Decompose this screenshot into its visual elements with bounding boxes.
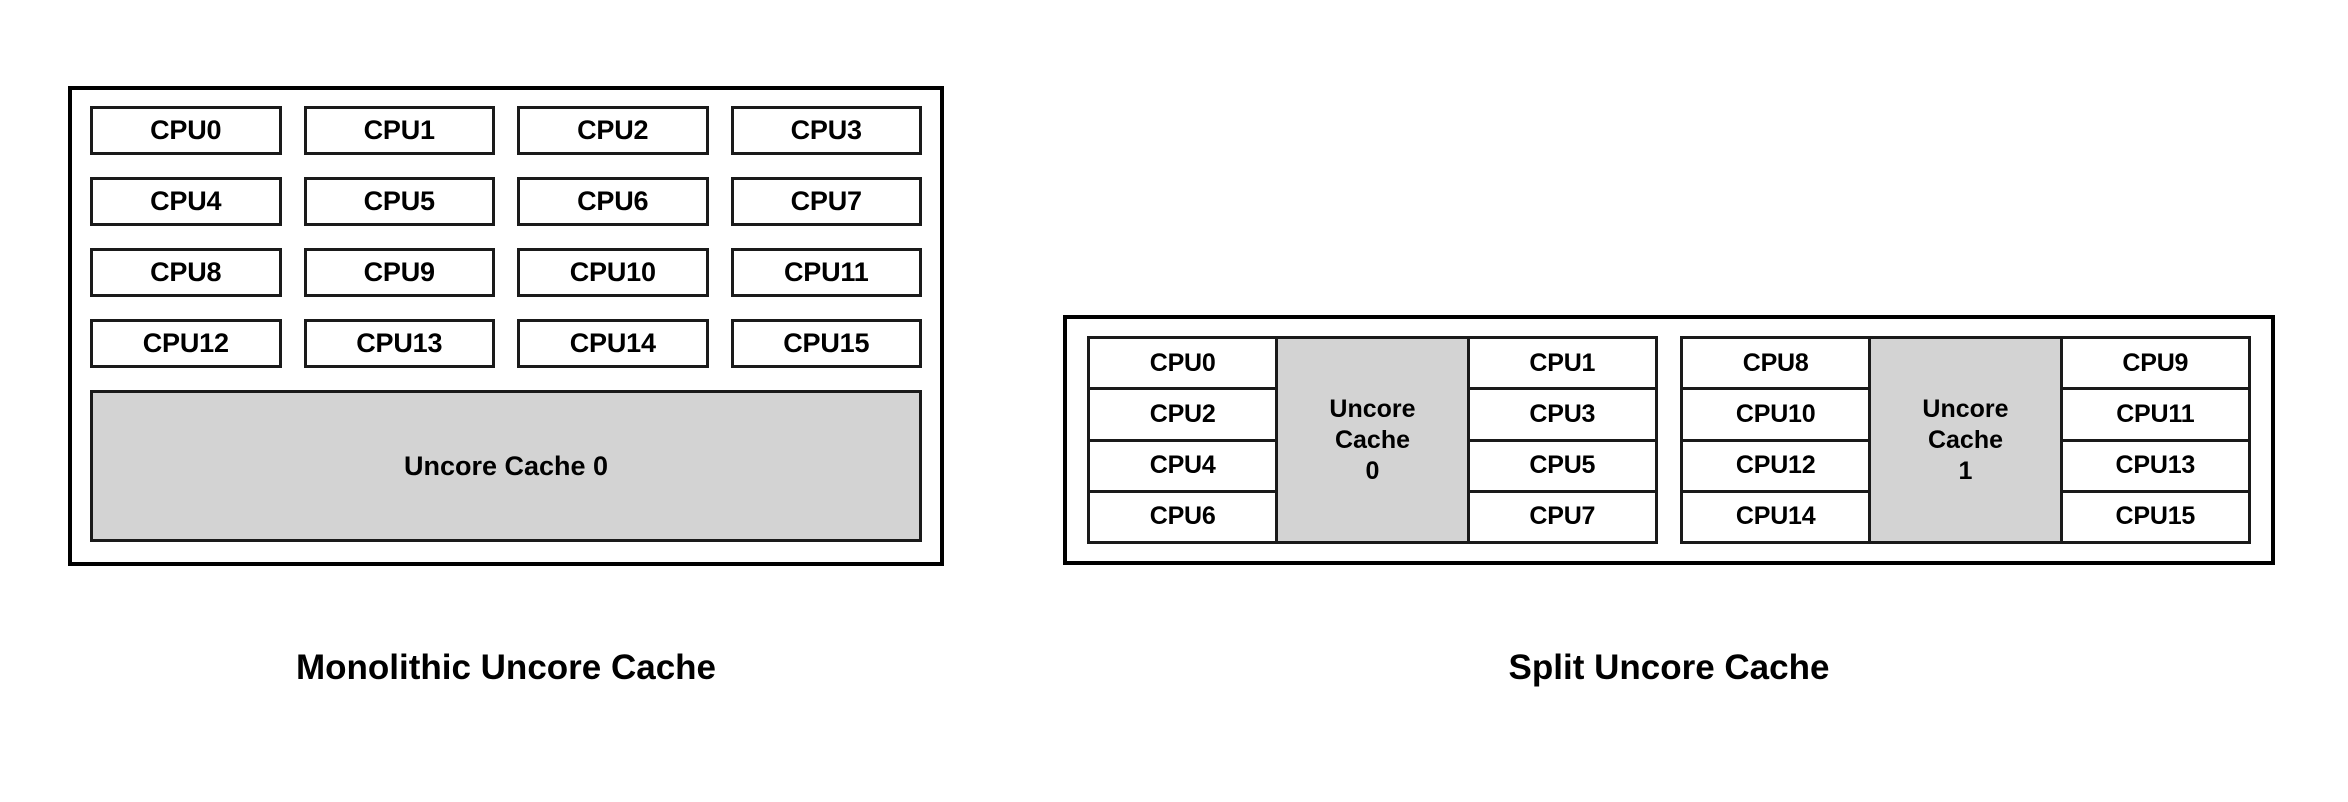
split-group-right-cpu-column: CPU1 CPU3 CPU5 CPU7 <box>1466 336 1658 544</box>
cpu-box: CPU4 <box>1087 438 1279 493</box>
cpu-box: CPU8 <box>1680 336 1872 391</box>
cpu-box: CPU1 <box>303 106 495 155</box>
cpu-box: CPU12 <box>1680 438 1872 493</box>
split-group-left-cpu-column: CPU8 CPU10 CPU12 CPU14 <box>1680 336 1872 544</box>
cpu-box: CPU11 <box>730 248 922 297</box>
cpu-box: CPU2 <box>1087 387 1279 442</box>
cpu-box: CPU0 <box>1087 336 1279 391</box>
cpu-box: CPU14 <box>517 319 709 368</box>
cpu-box: CPU1 <box>1466 336 1658 391</box>
cpu-box: CPU0 <box>90 106 282 155</box>
cpu-box: CPU15 <box>2059 489 2251 544</box>
cpu-box: CPU7 <box>1466 489 1658 544</box>
split-group-right-cpu-column: CPU9 CPU11 CPU13 CPU15 <box>2059 336 2251 544</box>
cpu-box: CPU4 <box>90 177 282 226</box>
cpu-box: CPU6 <box>517 177 709 226</box>
cpu-box: CPU7 <box>730 177 922 226</box>
cpu-box: CPU9 <box>2059 336 2251 391</box>
cpu-box: CPU3 <box>730 106 922 155</box>
cpu-box: CPU5 <box>303 177 495 226</box>
split-caption: Split Uncore Cache <box>1508 648 1830 687</box>
cpu-box: CPU13 <box>2059 438 2251 493</box>
cpu-box: CPU11 <box>2059 387 2251 442</box>
cpu-box: CPU8 <box>90 248 282 297</box>
monolithic-cpu-grid: CPU0 CPU1 CPU2 CPU3 CPU4 CPU5 CPU6 CPU7 … <box>90 106 922 368</box>
monolithic-caption: Monolithic Uncore Cache <box>295 648 717 687</box>
cpu-box: CPU12 <box>90 319 282 368</box>
cpu-box: CPU13 <box>303 319 495 368</box>
monolithic-inner-area: CPU0 CPU1 CPU2 CPU3 CPU4 CPU5 CPU6 CPU7 … <box>90 106 922 546</box>
cpu-box: CPU14 <box>1680 489 1872 544</box>
cpu-box: CPU10 <box>1680 387 1872 442</box>
monolithic-socket-frame: CPU0 CPU1 CPU2 CPU3 CPU4 CPU5 CPU6 CPU7 … <box>68 86 944 566</box>
split-group-left-cpu-column: CPU0 CPU2 CPU4 CPU6 <box>1087 336 1279 544</box>
uncore-cache-box: Uncore Cache 0 <box>90 390 922 542</box>
cpu-box: CPU10 <box>517 248 709 297</box>
cpu-box: CPU2 <box>517 106 709 155</box>
cpu-box: CPU3 <box>1466 387 1658 442</box>
cpu-box: CPU15 <box>730 319 922 368</box>
cpu-box: CPU6 <box>1087 489 1279 544</box>
cpu-box: CPU9 <box>303 248 495 297</box>
cpu-box: CPU5 <box>1466 438 1658 493</box>
